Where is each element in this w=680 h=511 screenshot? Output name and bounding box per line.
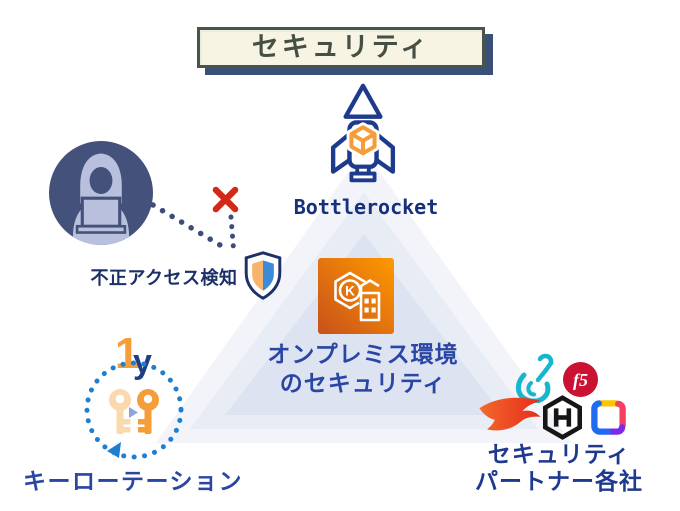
rotation-period-number: 1 — [115, 329, 139, 378]
hashicorp-logo — [542, 395, 583, 440]
f5-logo: f5 — [563, 362, 598, 397]
blocked-x-icon — [212, 186, 239, 213]
old-key-glyph — [109, 389, 131, 434]
hacker-icon — [49, 141, 153, 245]
rocket-icon — [330, 83, 396, 183]
intrusion-detection-label: 不正アクセス検知 — [90, 268, 238, 288]
dotted-trail-icon — [150, 202, 237, 258]
shield-icon — [244, 251, 282, 300]
onprem-security-label-line1: オンプレミス環境 — [267, 341, 459, 367]
new-key-glyph — [137, 389, 159, 434]
f5-logo-text: f5 — [573, 369, 588, 390]
eks-anywhere-icon: K — [318, 258, 394, 334]
key-rotation-label: キーローテーション — [22, 468, 244, 494]
key-rotation-icon: 1 y — [84, 329, 184, 460]
security-partners-label-line2: パートナー各社 — [475, 468, 643, 494]
page-title: セキュリティ — [251, 32, 431, 62]
bottlerocket-label: Bottlerocket — [293, 195, 439, 219]
title-banner: セキュリティ — [197, 27, 485, 68]
crowdstrike-logo — [479, 397, 541, 431]
onprem-security-label: オンプレミス環境 のセキュリティ — [256, 340, 470, 398]
onprem-security-label-line2: のセキュリティ — [279, 370, 447, 396]
eks-icon-letter: K — [345, 284, 355, 299]
colorful-square-logo — [591, 400, 626, 435]
security-partners-label: セキュリティ パートナー各社 — [450, 441, 668, 495]
security-partners-label-line1: セキュリティ — [487, 441, 631, 467]
